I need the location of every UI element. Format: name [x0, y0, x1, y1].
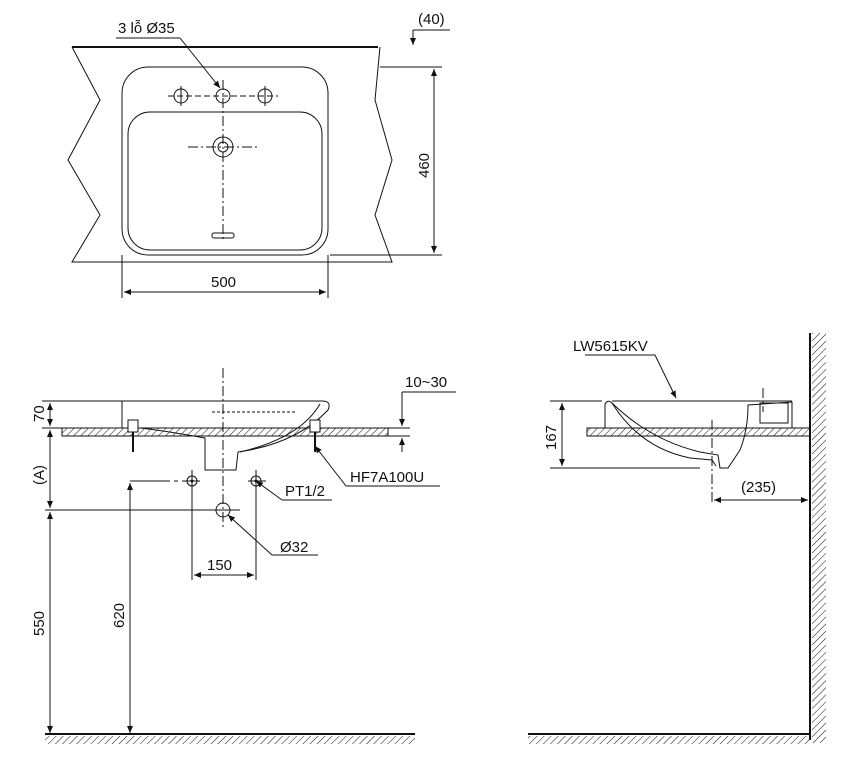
basin-rim	[121, 66, 329, 256]
dim-gap: (40)	[418, 11, 445, 28]
countertop-outline	[67, 46, 393, 263]
dim-height: 167	[543, 425, 560, 450]
front-view: HF7A100U 10~30 PT1/2 Ø32 150 70 (A) 550 …	[31, 368, 456, 744]
floor-hatch	[45, 736, 415, 744]
dim-depth: 460	[416, 153, 433, 178]
bracket-label: HF7A100U	[350, 469, 424, 486]
wall-hatch	[812, 333, 826, 743]
dim-floor-supply: 620	[111, 603, 128, 628]
dim-supply-spacing: 150	[207, 557, 232, 574]
drain-label: Ø32	[280, 539, 308, 556]
model-label: LW5615KV	[573, 338, 648, 355]
dim-a: (A)	[31, 465, 48, 485]
counter-thickness: 10~30	[405, 374, 447, 391]
countertop-section	[61, 427, 389, 437]
countertop-section	[586, 427, 811, 437]
top-view: 3 lỗ Ø35 (40) 460 500	[67, 11, 450, 298]
dim-width: 500	[211, 274, 236, 291]
basin-bowl	[127, 111, 323, 251]
supply-points	[130, 470, 266, 580]
dim-wall: (235)	[741, 479, 776, 496]
dim-rim: 70	[31, 405, 48, 422]
floor-hatch	[528, 736, 810, 744]
dim-floor-basin: 550	[31, 611, 48, 636]
supply-label: PT1/2	[285, 483, 325, 500]
holes-label: 3 lỗ Ø35	[118, 20, 175, 37]
side-view: LW5615KV 167 (235)	[528, 333, 826, 744]
